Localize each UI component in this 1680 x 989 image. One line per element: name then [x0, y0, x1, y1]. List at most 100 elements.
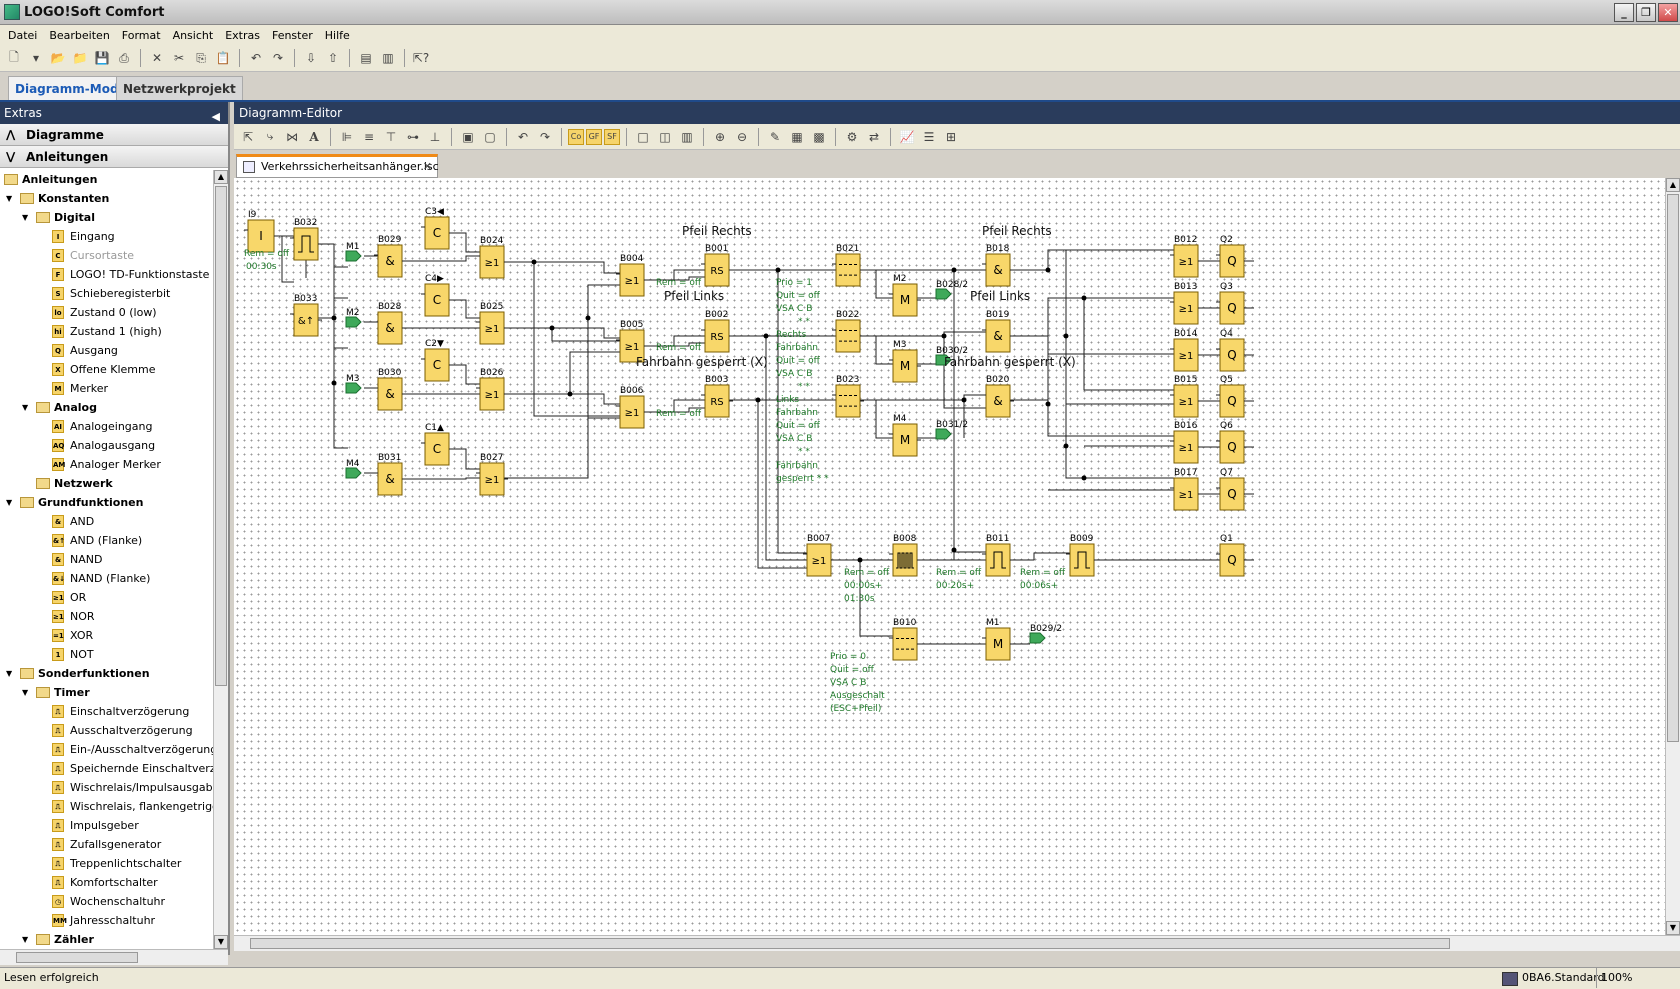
menu-datei[interactable]: Datei [8, 28, 38, 42]
function-block[interactable] [1173, 244, 1199, 278]
tab-network-project[interactable]: Netzwerkprojekt [116, 76, 243, 100]
function-block[interactable] [377, 311, 403, 345]
section-diagrams[interactable]: ⋀Diagramme [0, 124, 228, 146]
tree-folder[interactable]: ▼Sonderfunktionen [0, 664, 213, 683]
print-icon[interactable]: ⎙ [119, 50, 129, 65]
expand-toggle-icon[interactable]: ▼ [6, 498, 13, 507]
function-block[interactable] [293, 227, 319, 261]
function-block[interactable] [1219, 384, 1245, 418]
highlight-icon[interactable]: ✎ [769, 129, 781, 144]
upload-icon[interactable]: ▥ [382, 51, 394, 65]
simulation-icon[interactable]: ⚙ [846, 129, 858, 144]
paste-icon[interactable]: 📋 [215, 51, 231, 65]
menu-hilfe[interactable]: Hilfe [324, 28, 350, 42]
online-test-icon[interactable]: ⇄ [868, 129, 880, 144]
close-tab-icon[interactable]: ✕ [422, 160, 432, 173]
tree-item[interactable]: &↓NAND (Flanke) [0, 569, 213, 588]
special-functions-sf-icon[interactable]: SF [604, 128, 620, 145]
function-block[interactable] [1219, 543, 1245, 577]
scroll-up-icon[interactable]: ▲ [1666, 178, 1680, 192]
parameter-icon[interactable]: ▦ [791, 129, 803, 144]
scrollbar-thumb[interactable] [250, 938, 1450, 949]
tree-folder[interactable]: ▼Konstanten [0, 189, 213, 208]
context-help-icon[interactable]: ⇱? [412, 51, 430, 65]
zoom-out-icon[interactable]: ⊖ [736, 129, 748, 144]
download-icon[interactable]: ▤ [360, 51, 372, 65]
split-connection-icon[interactable]: ⋈ [286, 129, 298, 144]
tree-folder[interactable]: Anleitungen [0, 170, 213, 189]
restore-button[interactable]: ❐ [1636, 3, 1656, 22]
function-block[interactable] [479, 377, 505, 411]
select-tool-icon[interactable]: ⇱ [242, 129, 254, 144]
function-block[interactable] [479, 311, 505, 345]
tree-item[interactable]: ⎍Ein-/Ausschaltverzögerung [0, 740, 213, 759]
tree-folder[interactable]: ▼Grundfunktionen [0, 493, 213, 512]
scroll-down-icon[interactable]: ▼ [1666, 921, 1680, 935]
function-block[interactable] [377, 244, 403, 278]
tree-folder[interactable]: ▼Timer [0, 683, 213, 702]
new-dropdown-icon[interactable]: ▾ [32, 51, 40, 65]
function-block[interactable] [1219, 291, 1245, 325]
function-block[interactable] [1069, 543, 1095, 577]
function-block[interactable] [892, 423, 918, 457]
menu-format[interactable]: Format [121, 28, 161, 42]
tree-item[interactable]: &AND [0, 512, 213, 531]
ungroup-icon[interactable]: ▢ [484, 129, 496, 144]
tree-item[interactable]: ⎍Ausschaltverzögerung [0, 721, 213, 740]
expand-toggle-icon[interactable]: ▼ [22, 688, 29, 697]
scrollbar-thumb[interactable] [215, 186, 227, 686]
tree-item[interactable]: ◷Wochenschaltuhr [0, 892, 213, 911]
document-tab[interactable]: Verkehrssicherheitsanhänger.lsc ✕ [236, 154, 439, 178]
function-block[interactable] [704, 253, 730, 287]
expand-toggle-icon[interactable]: ▼ [22, 213, 29, 222]
function-block[interactable] [835, 253, 861, 287]
align-middle-icon[interactable]: ⊶ [407, 129, 419, 144]
redo-icon[interactable]: ↷ [272, 51, 284, 65]
tree-item[interactable]: &↑AND (Flanke) [0, 531, 213, 550]
function-block[interactable] [985, 543, 1011, 577]
function-block[interactable] [1173, 430, 1199, 464]
function-block[interactable] [892, 627, 918, 661]
tree-item[interactable]: ⎍Komfortschalter [0, 873, 213, 892]
minimize-button[interactable]: _ [1614, 3, 1634, 22]
scroll-up-icon[interactable]: ▲ [214, 170, 228, 184]
expand-toggle-icon[interactable]: ▼ [6, 669, 13, 678]
save-icon[interactable]: 💾 [94, 51, 110, 65]
editor-vertical-scrollbar[interactable]: ▲ ▼ [1665, 178, 1680, 935]
function-block[interactable] [1219, 430, 1245, 464]
expand-toggle-icon[interactable]: ▼ [22, 935, 29, 944]
logo-to-pc-icon[interactable]: ⇧ [327, 51, 339, 65]
align-bottom-icon[interactable]: ⊥ [429, 129, 441, 144]
scrollbar-thumb[interactable] [16, 952, 138, 963]
align-left-icon[interactable]: ⊫ [341, 129, 353, 144]
connect-tool-icon[interactable]: ⤷ [266, 129, 274, 143]
undo-icon[interactable]: ↶ [250, 51, 262, 65]
tree-item[interactable]: &NAND [0, 550, 213, 569]
single-window-icon[interactable]: □ [637, 129, 649, 144]
tree-item[interactable]: ⎍Treppenlichtschalter [0, 854, 213, 873]
expand-toggle-icon[interactable]: ▼ [6, 194, 13, 203]
function-block[interactable] [1173, 291, 1199, 325]
function-block[interactable] [479, 462, 505, 496]
editor-horizontal-scrollbar[interactable] [234, 935, 1680, 951]
function-block[interactable] [835, 384, 861, 418]
tree-vertical-scrollbar[interactable]: ▲ ▼ [213, 170, 228, 949]
collapse-panel-icon[interactable]: ◀ [211, 110, 220, 123]
function-block[interactable] [892, 543, 918, 577]
split-three-icon[interactable]: ▥ [681, 129, 693, 144]
scroll-down-icon[interactable]: ▼ [214, 935, 228, 949]
section-guides[interactable]: ⋁Anleitungen [0, 146, 228, 168]
